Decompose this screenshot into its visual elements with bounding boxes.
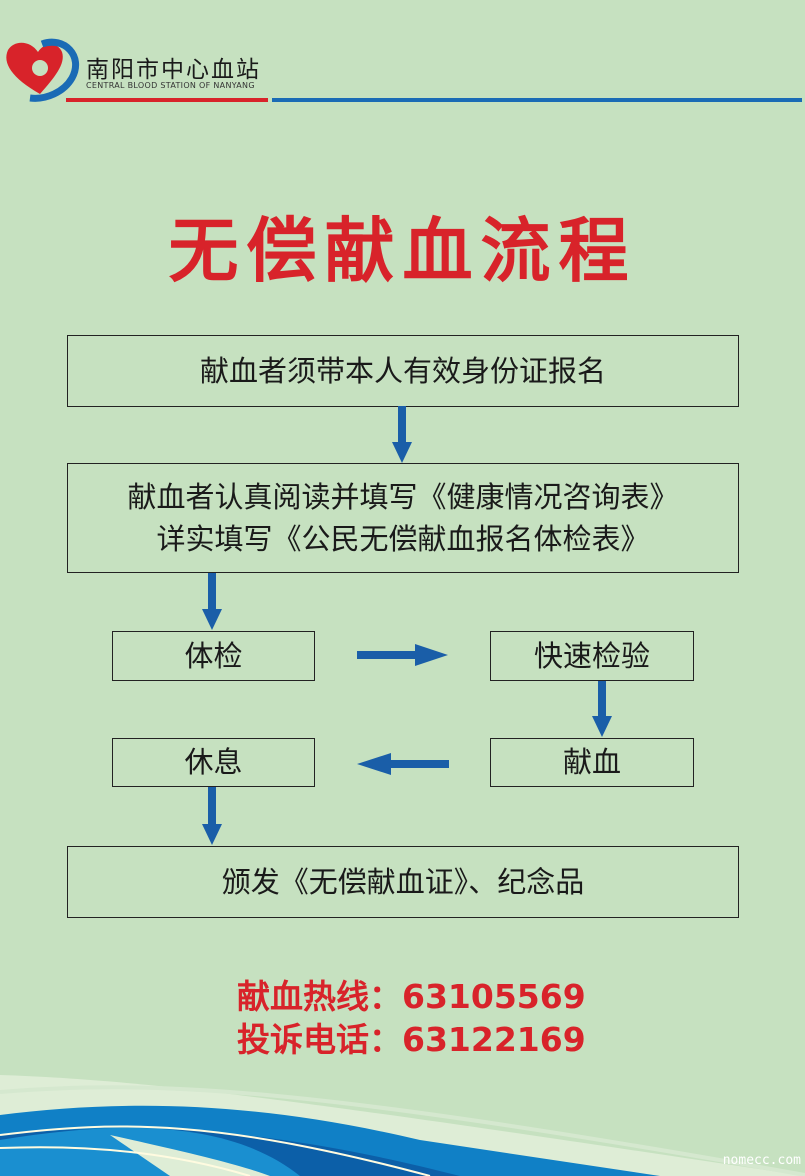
step-forms: 献血者认真阅读并填写《健康情况咨询表》 详实填写《公民无偿献血报名体检表》 xyxy=(67,463,739,573)
header-rule-blue xyxy=(272,98,802,102)
step-exam: 体检 xyxy=(112,631,315,681)
arrow-down-icon xyxy=(202,573,222,630)
step-exam-text: 体检 xyxy=(184,638,243,673)
header-rule-red xyxy=(66,98,268,102)
step-quick-test-text: 快速检验 xyxy=(533,638,650,673)
hotline-text: 献血热线：63105569 xyxy=(237,977,586,1016)
step-quick-test: 快速检验 xyxy=(490,631,694,681)
complaint-phone-text: 投诉电话：63122169 xyxy=(237,1020,586,1059)
page-title: 无偿献血流程 xyxy=(168,209,637,292)
arrow-down-icon xyxy=(392,406,412,463)
heart-hand-logo-icon xyxy=(6,38,80,102)
step-forms-line2: 详实填写《公民无偿献血报名体检表》 xyxy=(156,522,650,556)
watermark: nomecc.com xyxy=(722,1153,801,1168)
step-certificate-text: 颁发《无偿献血证》、纪念品 xyxy=(221,864,585,899)
arrow-left-icon xyxy=(357,753,449,775)
wave-decoration xyxy=(0,1075,805,1176)
step-forms-line1: 献血者认真阅读并填写《健康情况咨询表》 xyxy=(127,479,679,514)
arrow-down-icon xyxy=(202,787,222,845)
arrow-right-icon xyxy=(357,644,448,666)
step-certificate: 颁发《无偿献血证》、纪念品 xyxy=(67,846,739,918)
logo-name-cn: 南阳市中心血站 xyxy=(86,57,261,83)
step-rest: 休息 xyxy=(112,738,315,787)
step-donate: 献血 xyxy=(490,738,694,787)
logo-name-en: CENTRAL BLOOD STATION OF NANYANG xyxy=(86,81,255,90)
step-register-text: 献血者须带本人有效身份证报名 xyxy=(199,353,606,388)
step-donate-text: 献血 xyxy=(562,745,621,780)
arrow-down-icon xyxy=(592,681,612,737)
step-rest-text: 休息 xyxy=(184,745,243,780)
step-register: 献血者须带本人有效身份证报名 xyxy=(67,335,739,407)
